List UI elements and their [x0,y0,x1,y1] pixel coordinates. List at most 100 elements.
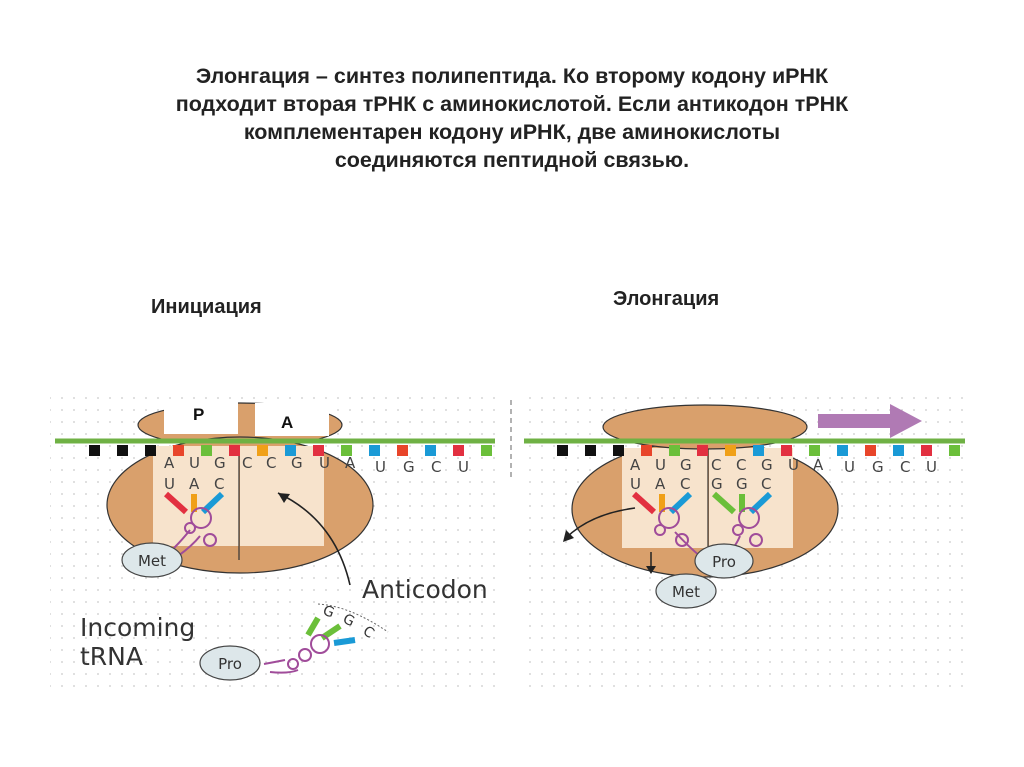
left-anticodon: U A C [164,475,224,493]
codon-mark [781,445,792,456]
right-p-site-trna [631,491,701,557]
heading-line-3: комплементарен кодону иРНК, две аминокис… [243,120,781,144]
p-site-label: P [193,405,204,424]
heading-line-2: подходит вторая тРНК с аминокислотой. Ес… [175,92,849,116]
codon-mark [613,445,624,456]
codon-mark [669,445,680,456]
codon-mark [145,445,156,456]
left-codon-nt: C [431,458,441,476]
right-anticodon-a-nt: C [761,475,771,493]
codon-mark [257,445,268,456]
right-codon-nt: U [844,458,855,476]
left-anticodon-nt: C [214,475,224,493]
right-anticodon-p-nt: C [680,475,690,493]
left-mrna-codons: A U G C C G U A U G C U [164,454,469,476]
right-codon-nt: U [926,458,937,476]
codon-mark [725,445,736,456]
codon-mark [89,445,100,456]
met-label-right: Met [672,583,700,601]
pro-label-incoming: Pro [218,655,242,673]
codon-mark [641,445,652,456]
p-site-box [164,399,238,434]
right-codon-nt: C [711,456,721,474]
left-codon-nt: C [242,454,252,472]
elongation-title: Элонгация [613,288,720,310]
right-codon-nt: C [900,458,910,476]
right-codon-nt: U [788,456,799,474]
heading-line-1: Элонгация – синтез полипептида. Ко второ… [195,64,829,88]
codon-mark [809,445,820,456]
incoming-anticodon-nt: G [321,603,337,622]
left-codon-marks [89,445,492,456]
peptide-bond-arrowhead [646,566,656,574]
a-site-label: A [281,413,293,432]
codon-mark [341,445,352,456]
incoming-label: Incoming [80,613,195,642]
codon-mark [893,445,904,456]
a-site-box [255,403,329,436]
codon-mark [285,445,296,456]
left-codon-nt: U [319,454,330,472]
ribosome-direction-arrow-icon [818,404,922,438]
codon-mark [921,445,932,456]
right-codon-nt: G [872,458,884,476]
left-codon-nt: A [164,454,175,472]
anticodon-label: Anticodon [362,575,488,604]
codon-mark [117,445,128,456]
met-amino-acid-left [121,542,183,578]
left-codon-nt: G [291,454,303,472]
right-codon-nt: G [680,456,692,474]
codon-mark [949,445,960,456]
heading-line-4: соединяются пептидной связью. [334,148,690,172]
codon-mark [453,445,464,456]
anticodon-arrow [277,492,351,586]
right-codon-nt: A [630,456,641,474]
codon-mark [865,445,876,456]
met-label-left: Met [138,552,166,570]
anticodon-arrowhead [278,493,290,503]
left-codon-nt: C [266,454,276,472]
codon-mark [585,445,596,456]
right-anticodon-p-nt: U [630,475,641,493]
right-anticodon-a-nt: G [736,475,748,493]
left-codon-nt: U [189,454,200,472]
codon-mark [697,445,708,456]
left-codon-nt: G [403,458,415,476]
left-codon-nt: U [375,458,386,476]
pro-amino-acid-right [694,543,754,579]
right-codon-marks [557,445,960,456]
left-codon-nt: G [214,454,226,472]
left-anticodon-nt: A [189,475,200,493]
codon-mark [369,445,380,456]
codon-mark [837,445,848,456]
trna-exit-arrow [565,507,636,539]
pro-amino-acid-incoming [199,645,261,681]
trna-exit-arrowhead [563,530,574,542]
right-codon-nt: C [736,456,746,474]
left-anticodon-nt: U [164,475,175,493]
right-anticodon-p-nt: A [655,475,666,493]
met-amino-acid-right [655,573,717,609]
codon-mark [397,445,408,456]
trna-label: tRNA [80,642,143,671]
right-codon-nt: G [761,456,773,474]
pro-label-right: Pro [712,553,736,571]
codon-mark [753,445,764,456]
codon-mark [201,445,212,456]
codon-mark [229,445,240,456]
right-anticodons: U A C G G C [630,475,771,493]
codon-mark [425,445,436,456]
right-codon-nt: A [813,456,824,474]
codon-mark [173,445,184,456]
right-mrna-codons: A U G C C G U A U G C U [630,456,937,476]
right-anticodon-a-nt: G [711,475,723,493]
right-codon-nt: U [655,456,666,474]
slide-heading: Элонгация – синтез полипептида. Ко второ… [40,62,984,174]
incoming-trna [263,603,389,674]
left-codon-nt: A [345,454,356,472]
initiation-title: Инициация [151,296,262,318]
codon-mark [313,445,324,456]
left-codon-nt: U [458,458,469,476]
codon-mark [557,445,568,456]
